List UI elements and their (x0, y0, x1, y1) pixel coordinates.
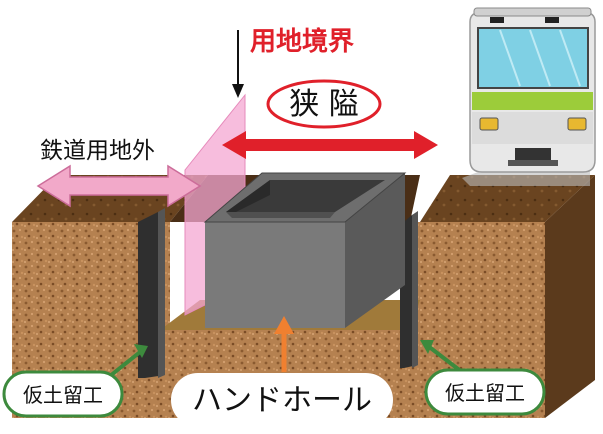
hand-hole-right-face (345, 173, 405, 328)
hand-hole-callout (171, 373, 393, 427)
left-wall-pointer (108, 344, 148, 378)
narrow-label: 狭 隘 (289, 87, 359, 122)
boundary-label: 用地境界 (250, 26, 354, 57)
left-retaining-callout (2, 370, 124, 418)
ground-right-side (545, 175, 595, 418)
ground-right-top (420, 175, 595, 222)
hand-hole-box (203, 172, 407, 328)
narrow-span-arrow (222, 131, 438, 159)
left-retaining-label: 仮土留工 (23, 383, 103, 407)
outside-railway-land-label: 鉄道用地外 (40, 138, 155, 164)
right-retaining-callout (424, 368, 546, 416)
temporary-retaining-wall-left (138, 208, 165, 378)
hand-hole-front-face (205, 222, 345, 328)
hand-hole-pointer (274, 316, 294, 372)
hand-hole-label: ハンドホール (192, 383, 372, 418)
boundary-pointer-arrow (232, 30, 244, 98)
right-retaining-label: 仮土留工 (445, 381, 525, 405)
right-wall-pointer (420, 340, 464, 374)
outside-railway-land-arrow (36, 164, 202, 208)
narrow-ellipse (266, 79, 382, 129)
train-stripe (472, 92, 593, 110)
train (462, 7, 596, 186)
ground-left-front (12, 222, 170, 418)
